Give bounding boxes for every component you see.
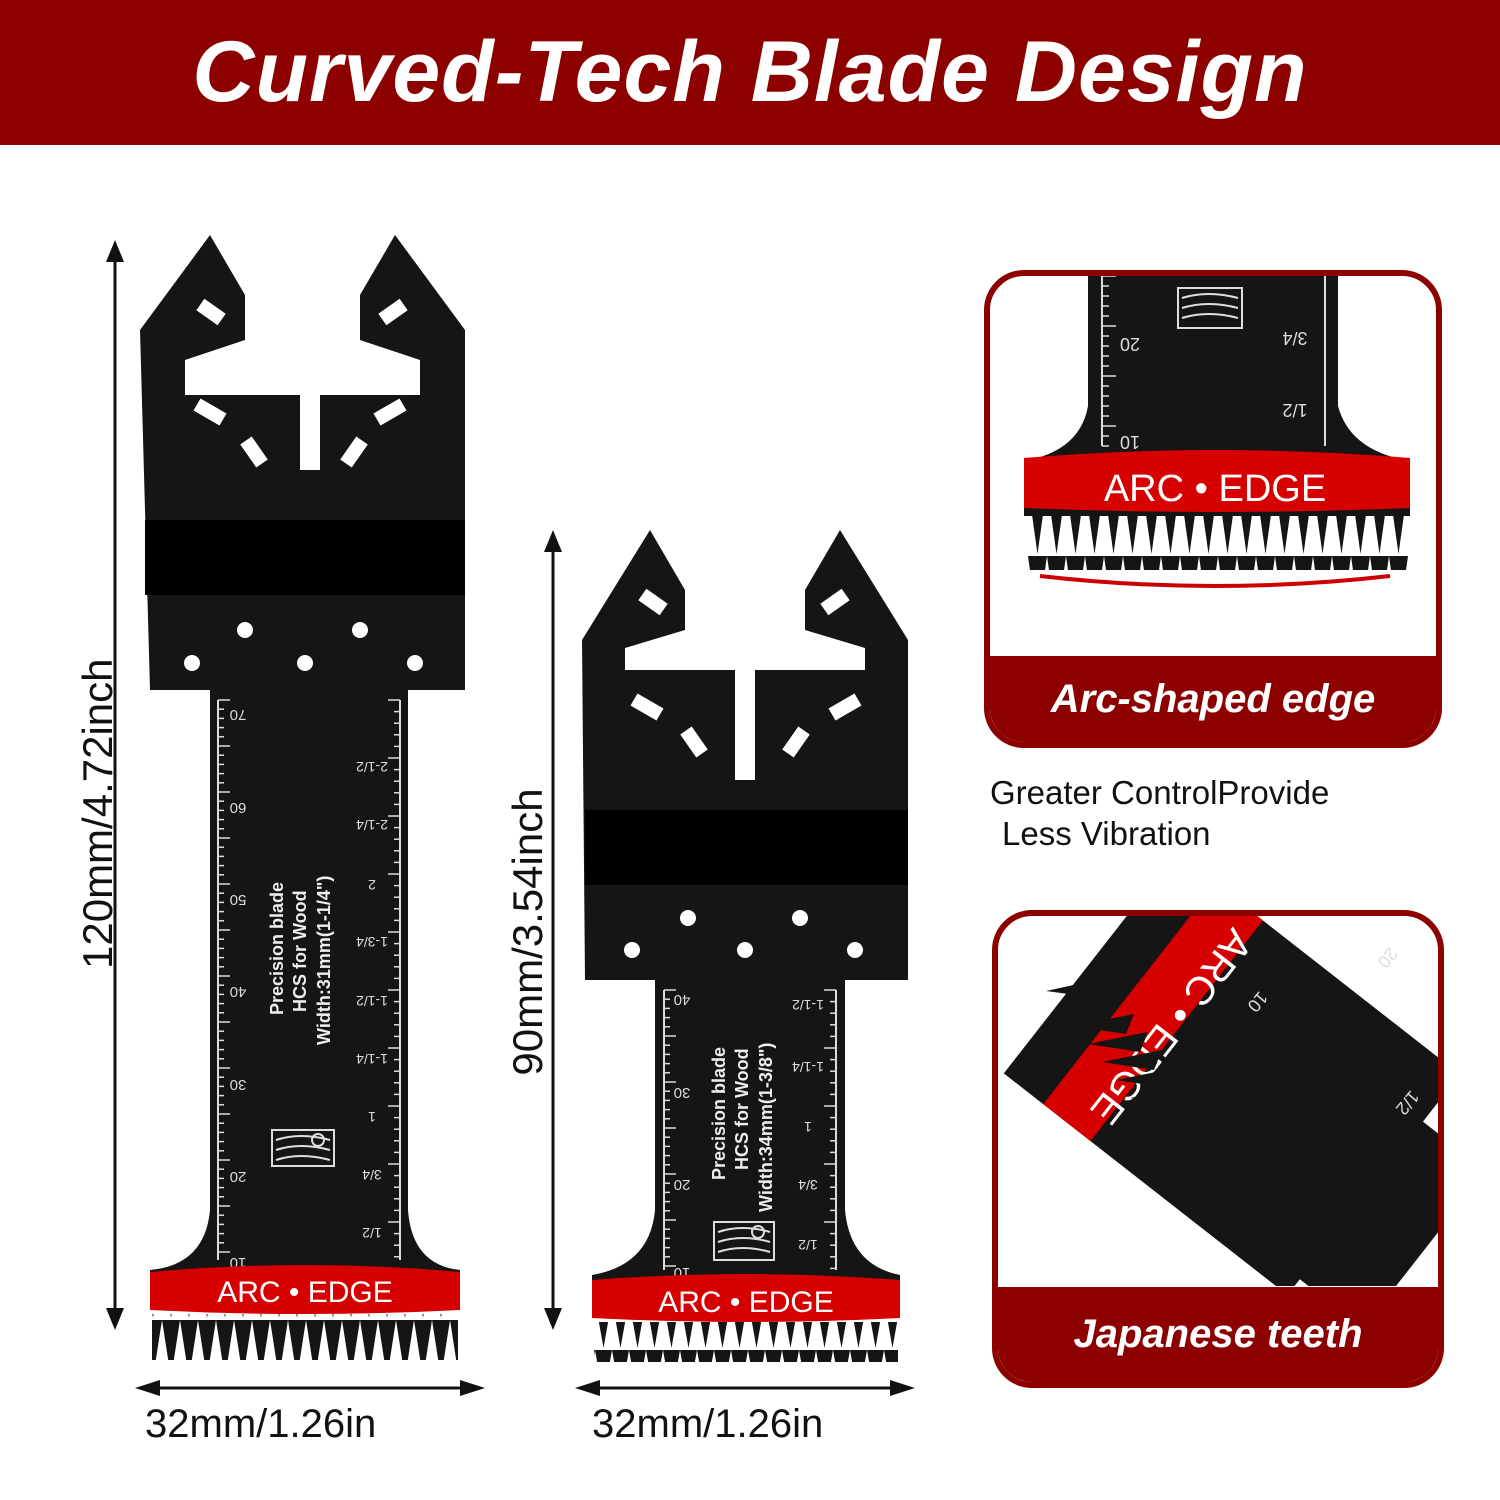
svg-text:1-1/4: 1-1/4 [356, 1051, 388, 1067]
benefit-note-line2: Less Vibration [1002, 815, 1211, 852]
large-blade-body [140, 235, 465, 1300]
small-blade-mount-slots [630, 588, 862, 758]
large-blade-arc-band [150, 1265, 460, 1314]
svg-text:Precision blade: Precision blade [267, 882, 287, 1015]
small-height-label: 90mm/3.54inch [504, 788, 551, 1076]
svg-text:1-1/2: 1-1/2 [356, 993, 388, 1009]
svg-text:Width:31mm(1-1/4"): Width:31mm(1-1/4") [314, 876, 334, 1045]
svg-text:1: 1 [368, 1109, 376, 1125]
svg-text:2-1/2: 2-1/2 [356, 759, 388, 775]
svg-text:Width:34mm(1-3/8"): Width:34mm(1-3/8") [756, 1043, 776, 1212]
benefit-note-line1: Greater ControlProvide [990, 774, 1330, 811]
arc-edge-closeup: 20 10 3/4 1/2 ARC • EDGE [1024, 276, 1410, 588]
small-blade-metric-labels: 40 30 20 10 [674, 991, 691, 1281]
small-blade-dark-stripe [585, 810, 908, 885]
svg-text:20: 20 [674, 1176, 691, 1193]
arc-band [1024, 450, 1410, 512]
svg-text:HCS for Wood: HCS for Wood [290, 890, 310, 1012]
japanese-teeth [1046, 978, 1288, 1232]
teeth-band [1043, 916, 1263, 1142]
svg-text:20: 20 [1120, 334, 1140, 354]
small-height-arrow [544, 530, 562, 1330]
svg-text:1: 1 [804, 1119, 812, 1135]
small-blade-spec-text: Precision blade HCS for Wood Width:34mm(… [709, 1043, 776, 1212]
arc-curve-indicator [1039, 574, 1391, 588]
svg-text:20: 20 [230, 1168, 247, 1185]
svg-text:HCS for Wood: HCS for Wood [732, 1048, 752, 1170]
small-blade-teeth [594, 1322, 898, 1362]
large-blade-imperial-labels: 2-1/2 2-1/4 2 1-3/4 1-1/2 1-1/4 1 3/4 1/… [356, 759, 388, 1241]
small-width-arrow [575, 1380, 915, 1396]
large-height-arrow [106, 240, 124, 1330]
svg-text:40: 40 [230, 983, 247, 1000]
japanese-teeth-title: Japanese teeth [998, 1287, 1438, 1382]
wood-grain-icon [271, 1129, 335, 1167]
page-title: Curved-Tech Blade Design [192, 24, 1308, 120]
svg-text:1/2: 1/2 [798, 1237, 818, 1253]
wood-grain-icon [1177, 287, 1243, 329]
small-blade-arc-band [592, 1274, 900, 1322]
large-width-label: 32mm/1.26in [145, 1402, 377, 1446]
svg-text:3/4: 3/4 [1282, 328, 1307, 348]
arc-shaped-edge-title: Arc-shaped edge [990, 656, 1436, 742]
svg-text:2: 2 [368, 877, 376, 893]
svg-text:70: 70 [230, 706, 247, 723]
japanese-teeth-card: ARC • EDGE 20 10 1/2 Japanese teeth [992, 910, 1444, 1388]
large-blade-teeth [152, 1314, 458, 1360]
svg-text:1-1/2: 1-1/2 [792, 997, 824, 1013]
large-blade-mount-slots [193, 298, 408, 468]
svg-text:2-1/4: 2-1/4 [356, 817, 388, 833]
large-blade: 70 60 50 40 30 20 10 2-1/2 2-1/4 2 1-3/4… [140, 235, 465, 1360]
small-blade-imperial-labels: 1-1/2 1-1/4 1 3/4 1/2 [792, 997, 824, 1253]
svg-text:40: 40 [674, 991, 691, 1008]
svg-text:30: 30 [230, 1076, 247, 1093]
large-blade-spec-text: Precision blade HCS for Wood Width:31mm(… [267, 876, 334, 1045]
teeth-closeup: ARC • EDGE 20 10 1/2 [1003, 916, 1438, 1286]
svg-text:1/2: 1/2 [362, 1225, 382, 1241]
svg-text:20: 20 [1373, 944, 1401, 972]
svg-text:3/4: 3/4 [362, 1167, 382, 1183]
svg-text:1-3/4: 1-3/4 [356, 934, 388, 950]
large-blade-dark-stripe [145, 520, 465, 595]
svg-text:10: 10 [1120, 432, 1140, 452]
large-blade-rivets [184, 622, 423, 671]
small-blade: 40 30 20 10 1-1/2 1-1/4 1 3/4 1/2 Precis… [582, 530, 908, 1362]
title-banner [0, 0, 1500, 145]
svg-text:1-1/4: 1-1/4 [792, 1059, 824, 1075]
svg-text:50: 50 [230, 891, 247, 908]
small-blade-rivets [624, 910, 863, 958]
small-blade-band-text: ARC • EDGE [658, 1286, 834, 1319]
wood-grain-icon [713, 1221, 775, 1261]
arc-shaped-edge-card: 20 10 3/4 1/2 ARC • EDGE Arc-shaped edge [984, 270, 1442, 748]
small-blade-body [582, 530, 908, 1300]
large-blade-band-text: ARC • EDGE [217, 1276, 393, 1309]
large-height-label: 120mm/4.72inch [74, 658, 121, 969]
large-width-arrow [135, 1380, 485, 1396]
svg-text:3/4: 3/4 [798, 1177, 818, 1193]
arc-teeth [1028, 512, 1408, 570]
svg-text:60: 60 [230, 799, 247, 816]
small-width-label: 32mm/1.26in [592, 1402, 824, 1446]
svg-text:1/2: 1/2 [1282, 400, 1307, 420]
svg-text:ARC • EDGE: ARC • EDGE [1104, 468, 1326, 510]
svg-text:Precision blade: Precision blade [709, 1047, 729, 1180]
svg-text:30: 30 [674, 1084, 691, 1101]
